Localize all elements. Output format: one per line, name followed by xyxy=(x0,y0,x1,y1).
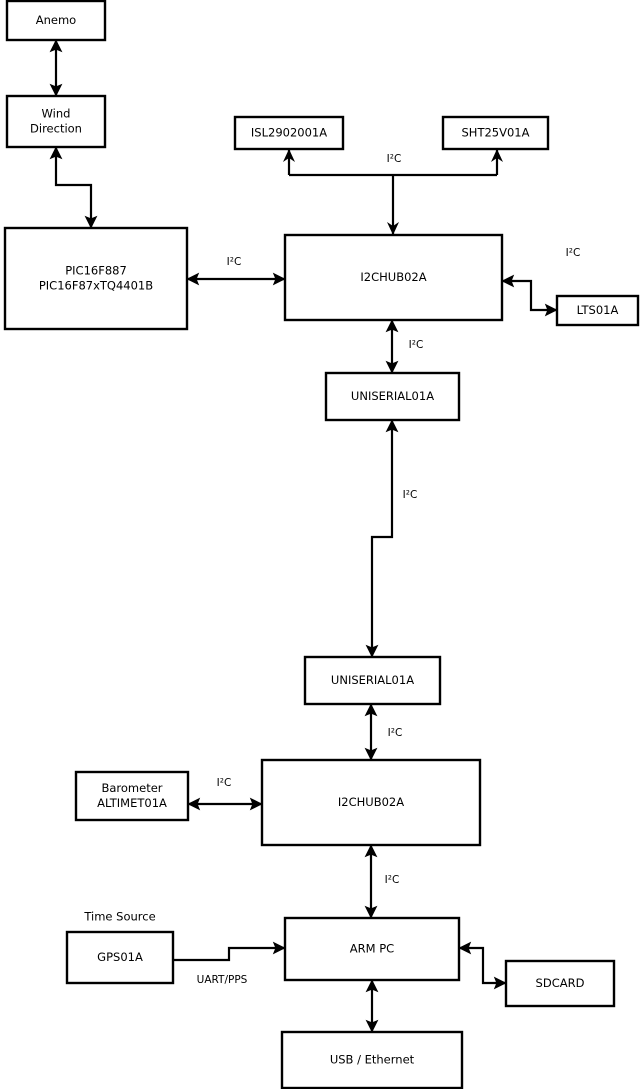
node-box[interactable] xyxy=(283,916,461,982)
node-box[interactable] xyxy=(555,294,640,327)
node-label: SDCARD xyxy=(536,976,585,990)
edge-path xyxy=(287,149,499,235)
node-box[interactable] xyxy=(260,758,482,847)
edge-pic-hub: I²C xyxy=(186,256,286,286)
node-label: UNISERIAL01A xyxy=(351,389,434,403)
arrowhead-icon xyxy=(491,149,503,162)
edge-label: I²C xyxy=(388,727,403,739)
node-box[interactable] xyxy=(504,959,616,1008)
node-box[interactable] xyxy=(303,655,442,706)
node-label: PIC16F87xTQ4401B xyxy=(39,279,153,293)
edge-hub-isl-sht: I²C xyxy=(283,149,503,235)
edge-hub-lts: I²C xyxy=(501,247,581,317)
node-label: UNISERIAL01A xyxy=(331,673,414,687)
edge-wind-pic xyxy=(49,146,98,229)
node-label: SHT25V01A xyxy=(462,126,530,140)
node-hub-top[interactable]: I2CHUB02A xyxy=(283,233,504,322)
edge-uniserial1-uniserial2: I²C xyxy=(365,419,418,658)
edge-gps-armpc: UART/PPS xyxy=(173,941,286,986)
node-label: USB / Ethernet xyxy=(330,1053,415,1067)
node-lts[interactable]: LTS01A xyxy=(555,294,640,327)
edge-label: I²C xyxy=(409,339,424,351)
edge-label: I²C xyxy=(217,777,232,789)
edge-path xyxy=(501,274,558,317)
label-time-source: Time Source xyxy=(83,910,155,924)
node-box[interactable] xyxy=(283,233,504,322)
node-label: ARM PC xyxy=(350,942,394,956)
node-usb-eth[interactable]: USB / Ethernet xyxy=(280,1030,464,1089)
edges-layer: I²C I²C I²C I²C I²C I²C I²C I²C UART/PPS xyxy=(49,39,581,1033)
node-label: Direction xyxy=(30,122,82,136)
node-uniserial-2[interactable]: UNISERIAL01A xyxy=(303,655,442,706)
node-sdcard[interactable]: SDCARD xyxy=(504,959,616,1008)
node-label: I2CHUB02A xyxy=(360,270,426,284)
node-box[interactable] xyxy=(5,0,107,42)
edge-armpc-sdcard xyxy=(458,941,507,990)
nodes-layer: AnemoWindDirectionPIC16F887PIC16F87xTQ44… xyxy=(3,0,640,1089)
node-box[interactable] xyxy=(65,930,175,985)
edge-barometer-hub: I²C xyxy=(187,777,263,811)
node-arm-pc[interactable]: ARM PC xyxy=(283,916,461,982)
edge-label: I²C xyxy=(387,153,402,165)
node-label: GPS01A xyxy=(97,950,143,964)
edge-path xyxy=(49,146,98,229)
node-box[interactable] xyxy=(233,115,345,151)
edge-label: UART/PPS xyxy=(197,974,248,986)
edge-label: I²C xyxy=(227,256,242,268)
edge-path xyxy=(458,941,507,990)
edge-hub-armpc: I²C xyxy=(364,844,400,919)
node-label: Anemo xyxy=(36,13,76,27)
edge-path xyxy=(173,941,286,962)
node-label: PIC16F887 xyxy=(65,264,127,278)
node-box[interactable] xyxy=(74,770,190,822)
node-box[interactable] xyxy=(280,1030,464,1089)
node-box[interactable] xyxy=(3,226,189,331)
node-hub-bottom[interactable]: I2CHUB02A xyxy=(260,758,482,847)
arrowhead-icon xyxy=(387,222,399,235)
node-gps[interactable]: GPS01A xyxy=(65,930,175,985)
node-uniserial-1[interactable]: UNISERIAL01A xyxy=(324,371,461,422)
edge-label: I²C xyxy=(385,874,400,886)
edge-path xyxy=(365,419,399,658)
node-label: ALTIMET01A xyxy=(97,796,167,810)
node-anemo[interactable]: Anemo xyxy=(5,0,107,42)
edge-uniserial2-hub: I²C xyxy=(364,703,403,761)
node-label: I2CHUB02A xyxy=(338,795,404,809)
arrowhead-icon xyxy=(283,149,295,162)
node-box[interactable] xyxy=(324,371,461,422)
node-sht[interactable]: SHT25V01A xyxy=(441,115,550,151)
node-label: Barometer xyxy=(101,781,162,795)
node-label: LTS01A xyxy=(577,303,619,317)
edge-hub-uniserial1: I²C xyxy=(385,319,424,374)
node-isl[interactable]: ISL2902001A xyxy=(233,115,345,151)
edge-label: I²C xyxy=(403,489,418,501)
free-labels-layer: Time Source xyxy=(83,910,155,924)
node-box[interactable] xyxy=(5,94,107,149)
node-label: ISL2902001A xyxy=(251,126,327,140)
edge-label: I²C xyxy=(566,247,581,259)
node-box[interactable] xyxy=(441,115,550,151)
node-label: Wind xyxy=(42,107,71,121)
